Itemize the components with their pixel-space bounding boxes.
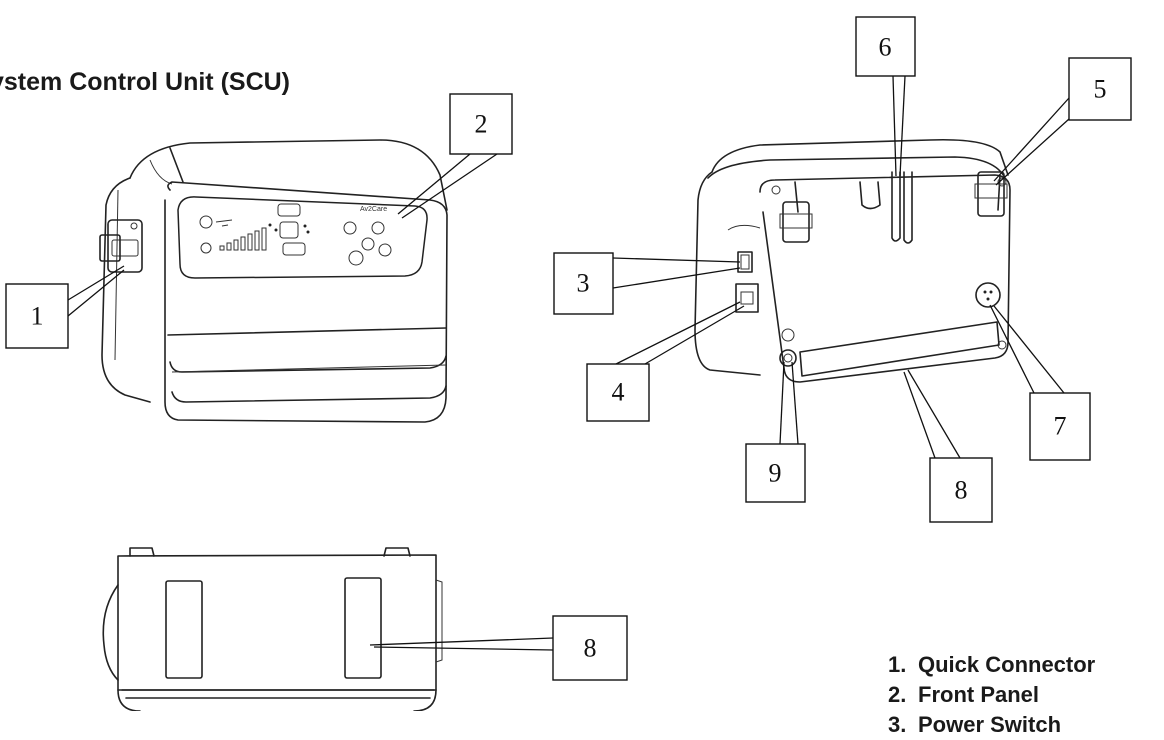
- callout-3: 3: [553, 252, 741, 315]
- bottom-slot: [799, 321, 1000, 377]
- round-port: [975, 282, 1001, 308]
- callout-label-1: 1: [31, 302, 44, 331]
- scu-front-view: Av2Care: [99, 139, 448, 423]
- callout-label-5: 5: [1094, 75, 1107, 104]
- parts-legend: 1.Quick Connector 2.Front Panel 3.Power …: [888, 650, 1095, 740]
- ground-terminal: [779, 349, 797, 367]
- legend-item: 1.Quick Connector: [888, 652, 1096, 677]
- page-title: ystem Control Unit (SCU): [0, 68, 290, 96]
- front-panel: [177, 196, 428, 279]
- callout-label-6: 6: [879, 33, 892, 62]
- callout-7: 7: [989, 304, 1091, 461]
- legend-item: 3.Power Switch: [888, 712, 1062, 737]
- callout-8-back: 8: [903, 369, 993, 523]
- callout-8-bottom: 8: [369, 615, 628, 681]
- callout-label-7: 7: [1054, 412, 1067, 441]
- callout-label-9: 9: [769, 459, 782, 488]
- callout-6: 6: [855, 16, 916, 177]
- callout-2: 2: [397, 93, 513, 219]
- callout-5: 5: [993, 57, 1132, 186]
- scu-diagram: Av2Care: [5, 16, 1132, 711]
- callout-4: 4: [586, 301, 745, 422]
- callout-label-2: 2: [475, 110, 488, 139]
- callout-label-4: 4: [612, 378, 625, 407]
- legend-item: 2.Front Panel: [888, 682, 1040, 707]
- callout-9: 9: [745, 361, 806, 503]
- power-inlet: [735, 283, 759, 313]
- callout-label-8b: 8: [584, 634, 597, 663]
- brand-label: Av2Care: [360, 206, 387, 213]
- callout-1: 1: [5, 265, 125, 349]
- scu-bottom-view: [102, 547, 443, 711]
- scu-back-view: [694, 138, 1011, 383]
- callout-label-8: 8: [955, 476, 968, 505]
- quick-connector: [107, 219, 143, 273]
- callout-label-3: 3: [577, 269, 590, 298]
